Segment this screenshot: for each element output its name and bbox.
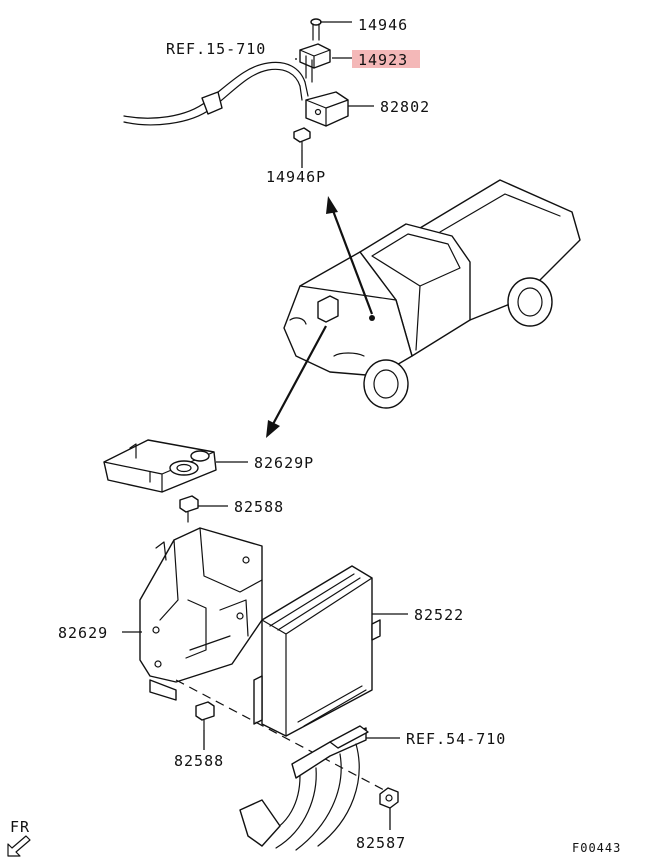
locator-arrows [266, 196, 374, 438]
pickup-truck [283, 179, 581, 409]
label-ref-54-710: REF.54-710 [406, 730, 506, 748]
alignment-line [175, 679, 385, 791]
bracket-82629 [139, 527, 263, 701]
ecu-82522 [253, 565, 381, 737]
bracket-82629p [103, 439, 217, 493]
highlight-14923 [352, 50, 420, 68]
label-82802: 82802 [380, 98, 430, 116]
part-labels: 14946 14923 REF.15-710 82802 14946P 8262… [58, 16, 506, 852]
label-fr: FR [10, 818, 30, 836]
label-14946p: 14946P [266, 168, 326, 186]
nut-82587 [379, 787, 399, 809]
label-82588-bottom: 82588 [174, 752, 224, 770]
label-82629: 82629 [58, 624, 108, 642]
front-arrow-icon [7, 835, 31, 857]
label-14923: 14923 [358, 51, 408, 69]
bracket-82802 [305, 91, 349, 127]
label-82629p: 82629P [254, 454, 314, 472]
sensor-14923 [299, 43, 331, 83]
bolt-82588-bottom [195, 701, 215, 731]
label-ref-15-710: REF.15-710 [166, 40, 266, 58]
front-direction-indicator: FR [7, 818, 31, 857]
bolt-82588-top [179, 495, 199, 523]
wiring-harness [239, 725, 369, 851]
label-14946: 14946 [358, 16, 408, 34]
hose-assembly [123, 61, 309, 126]
figure-code: F00443 [572, 841, 621, 855]
bolt-14946 [310, 18, 322, 41]
bolt-14946p [293, 127, 311, 151]
label-82588-top: 82588 [234, 498, 284, 516]
label-82587: 82587 [356, 834, 406, 852]
leader-lines [122, 21, 408, 830]
label-82522: 82522 [414, 606, 464, 624]
